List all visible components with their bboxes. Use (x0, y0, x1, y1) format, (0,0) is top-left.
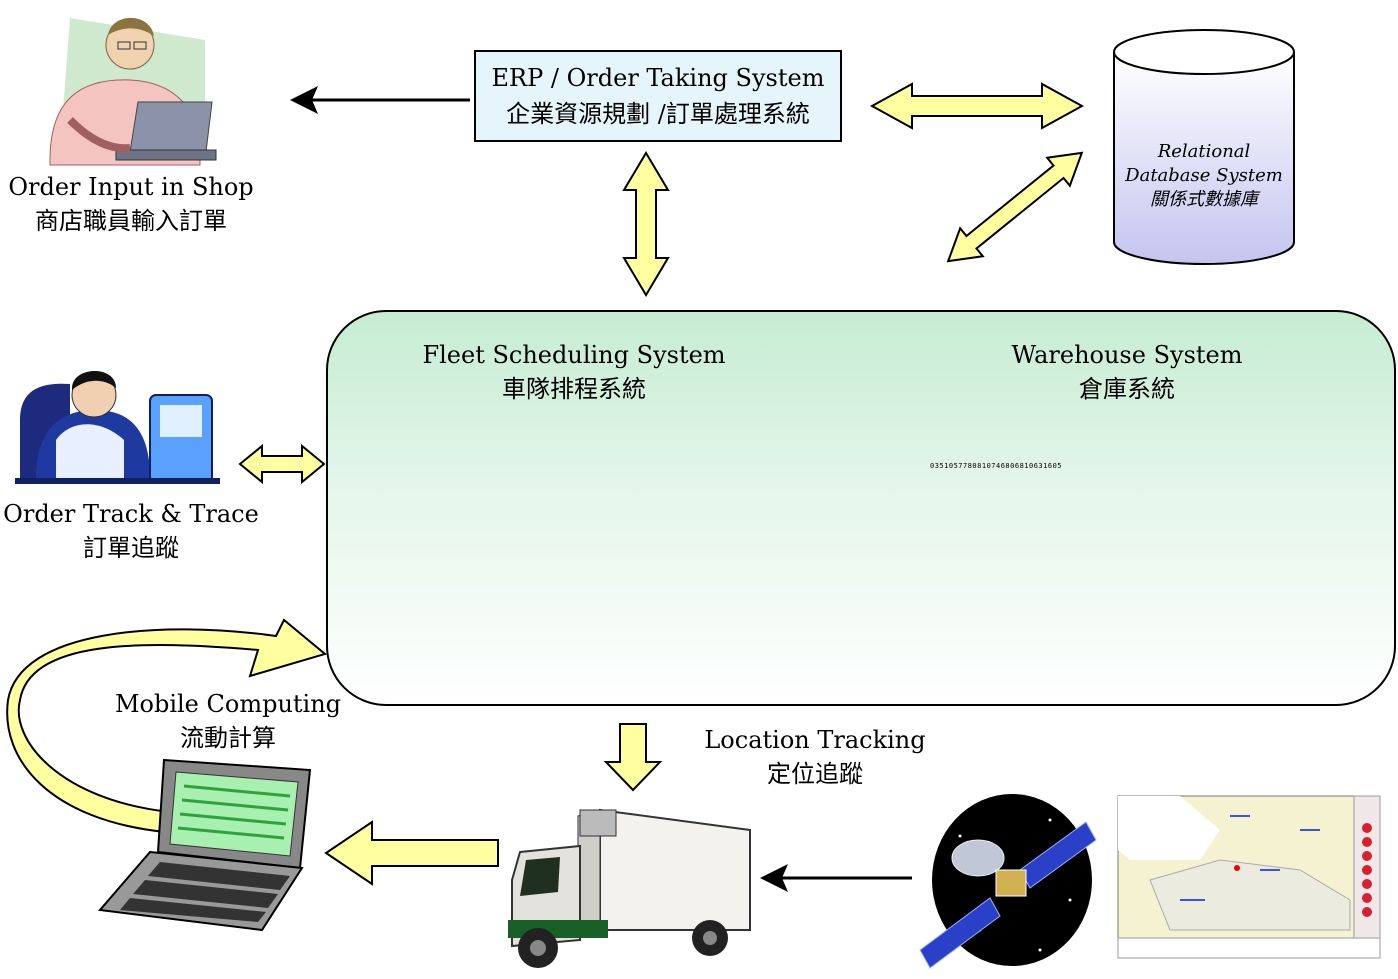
shop-label-zh: 商店職員輸入訂單 (35, 207, 227, 235)
erp-title-en: ERP / Order Taking System (491, 64, 825, 92)
shop-clerk-illustration (49, 17, 217, 166)
erp-system-box: ERP / Order Taking System 企業資源規劃 /訂單處理系統 (474, 50, 842, 142)
database-label-line2: Database System (1125, 165, 1283, 186)
database-label-line1: Relational (1157, 141, 1251, 162)
location-label-zh: 定位追蹤 (767, 760, 863, 788)
mobile-label: Mobile Computing 流動計算 (112, 687, 344, 755)
satellite-icon (919, 794, 1097, 969)
mobile-label-zh: 流動計算 (180, 724, 276, 752)
location-label-en: Location Tracking (704, 726, 926, 754)
fleet-label-zh: 車隊排程系統 (502, 375, 646, 403)
track-label-en: Order Track & Trace (3, 500, 259, 528)
warehouse-label-zh: 倉庫系統 (1079, 375, 1175, 403)
location-label: Location Tracking 定位追蹤 (698, 723, 932, 791)
shop-label-en: Order Input in Shop (8, 173, 254, 201)
track-label-zh: 訂單追蹤 (83, 534, 179, 562)
erp-db-double-arrow (869, 82, 1085, 130)
erp-to-shop-arrow (290, 86, 470, 114)
barcode-digits: 0351057780810746806810631605 (930, 462, 1063, 470)
erp-title-zh: 企業資源規劃 /訂單處理系統 (506, 100, 810, 128)
db-panel-double-arrow (946, 151, 1084, 263)
shop-label: Order Input in Shop 商店職員輸入訂單 (0, 170, 262, 238)
warehouse-label: Warehouse System 倉庫系統 (986, 338, 1268, 406)
satellite-truck-arrow (760, 864, 912, 892)
database-cylinder-icon (1113, 29, 1295, 265)
mobile-laptop-icon (98, 758, 312, 932)
fleet-label-en: Fleet Scheduling System (422, 341, 726, 369)
erp-fleet-double-arrow (622, 151, 670, 297)
tracking-map-screenshot (1117, 795, 1381, 959)
database-label: Relational Database System 關係式數據庫 (1114, 140, 1294, 212)
mobile-label-en: Mobile Computing (114, 690, 342, 718)
track-label: Order Track & Trace 訂單追蹤 (0, 497, 262, 565)
truck-laptop-arrow (324, 820, 499, 886)
central-systems-panel (326, 310, 1396, 706)
order-tracker-illustration (15, 370, 220, 484)
fleet-label: Fleet Scheduling System 車隊排程系統 (414, 338, 734, 406)
mobile-loop-arrow (6, 618, 328, 834)
delivery-truck-icon (508, 808, 751, 968)
track-panel-double-arrow (238, 443, 326, 485)
warehouse-label-en: Warehouse System (1011, 341, 1243, 369)
panel-truck-down-arrow (603, 723, 663, 792)
database-label-line3: 關係式數據庫 (1150, 189, 1258, 210)
